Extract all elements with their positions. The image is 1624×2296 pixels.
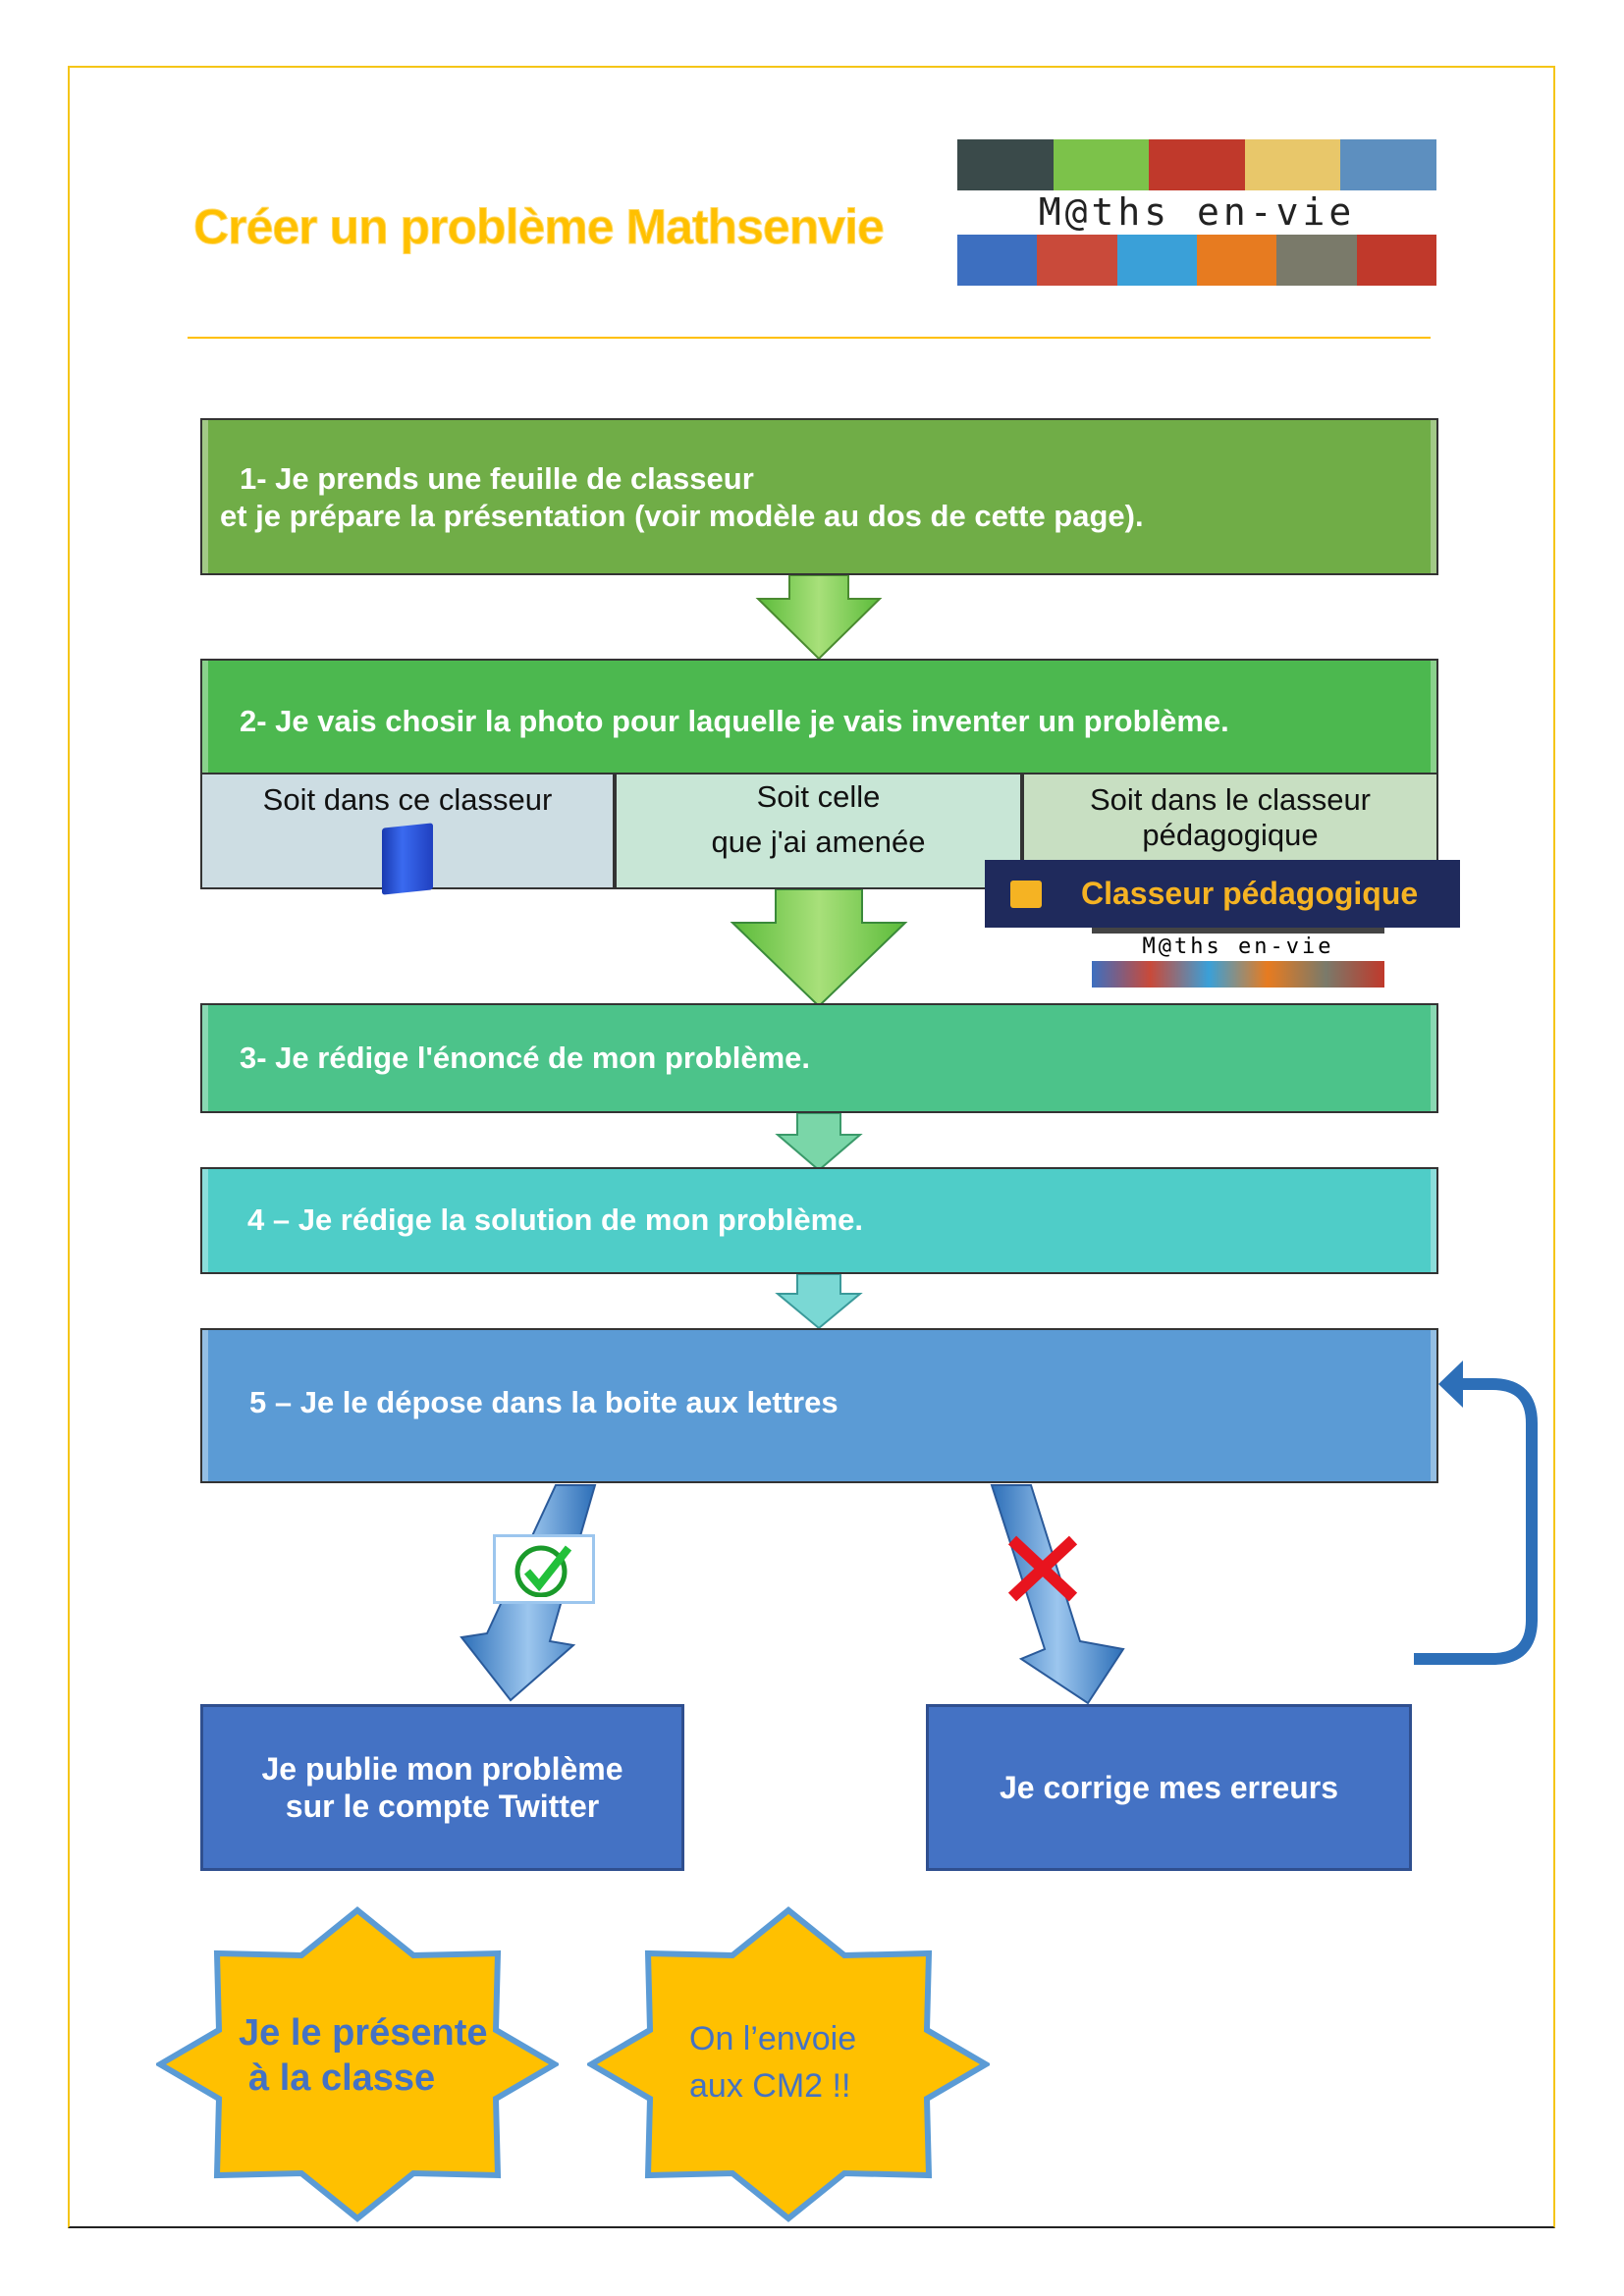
arrow-loop-back [1414,1378,1538,1665]
mathsenvie-small-logo: M@ths en-vie [1092,928,1384,988]
option-this-binder: Soit dans ce classeur [200,773,615,895]
small-logo-text: M@ths en-vie [1142,934,1334,959]
invalid-label: Je corrige mes erreurs [999,1770,1339,1805]
step-4-label: 4 – Je rédige la solution de mon problèm… [247,1202,864,1237]
arrow-down-2 [730,888,908,1008]
step-3-label: 3- Je rédige l'énoncé de mon problème. [240,1041,811,1075]
step-4-box: 4 – Je rédige la solution de mon problèm… [200,1167,1438,1274]
option-line1: Soit celle [756,779,881,814]
badge-label: Classeur pédagogique [1081,876,1419,911]
step-2-label: 2- Je vais chosir la photo pour laquelle… [240,704,1229,738]
classeur-pedagogique-link[interactable]: Classeur pédagogique [985,860,1460,928]
correct-errors-box: Je corrige mes erreurs [926,1704,1412,1871]
star1-line1: Je le présente [239,2012,488,2054]
star1-text: Je le présente à la classe [239,2010,487,2101]
check-icon [493,1534,595,1604]
step-1-line1: 1- Je prends une feuille de classeur [240,461,754,496]
page-border [68,66,1555,2228]
star2-line2: aux CM2 !! [689,2067,851,2105]
step-1-box: 1- Je prends une feuille de classeur et … [200,418,1438,575]
header-divider [188,337,1431,339]
step-2-box: 2- Je vais chosir la photo pour laquelle… [200,659,1438,774]
step-1-line2: et je prépare la présentation (voir modè… [220,499,1144,533]
arrow-diagonal-right [990,1484,1125,1705]
step-5-box: 5 – Je le dépose dans la boite aux lettr… [200,1328,1438,1483]
star1-line2: à la classe [248,2057,436,2099]
cross-icon [1002,1534,1083,1604]
option-own-photo: Soit celle que j'ai amenée [615,773,1022,889]
option-line2: pédagogique [1142,818,1319,852]
valid-line2: sur le compte Twitter [285,1789,600,1824]
star2-line1: On l’envoie [689,2020,857,2057]
mathsenvie-logo: M@ths en-vie [957,139,1436,286]
option-line1: Soit dans le classeur [1089,782,1372,817]
arrow-down-3 [775,1112,863,1172]
option-label: Soit dans ce classeur [262,782,553,817]
arrow-down-4 [775,1273,863,1330]
step-5-label: 5 – Je le dépose dans la boite aux lettr… [249,1385,839,1419]
valid-line1: Je publie mon problème [261,1751,623,1787]
star-present-class [156,1906,559,2222]
folder-icon [1010,880,1042,908]
logo-text: M@ths en-vie [1038,190,1356,234]
arrow-down-1 [755,574,883,661]
binder-icon [382,823,433,895]
star-send-cm2 [587,1906,990,2222]
option-line2: que j'ai amenée [711,825,926,859]
star2-text: On l’envoie aux CM2 !! [689,2015,856,2109]
page-title: Créer un problème Mathsenvie [193,199,886,255]
step-3-box: 3- Je rédige l'énoncé de mon problème. [200,1003,1438,1113]
